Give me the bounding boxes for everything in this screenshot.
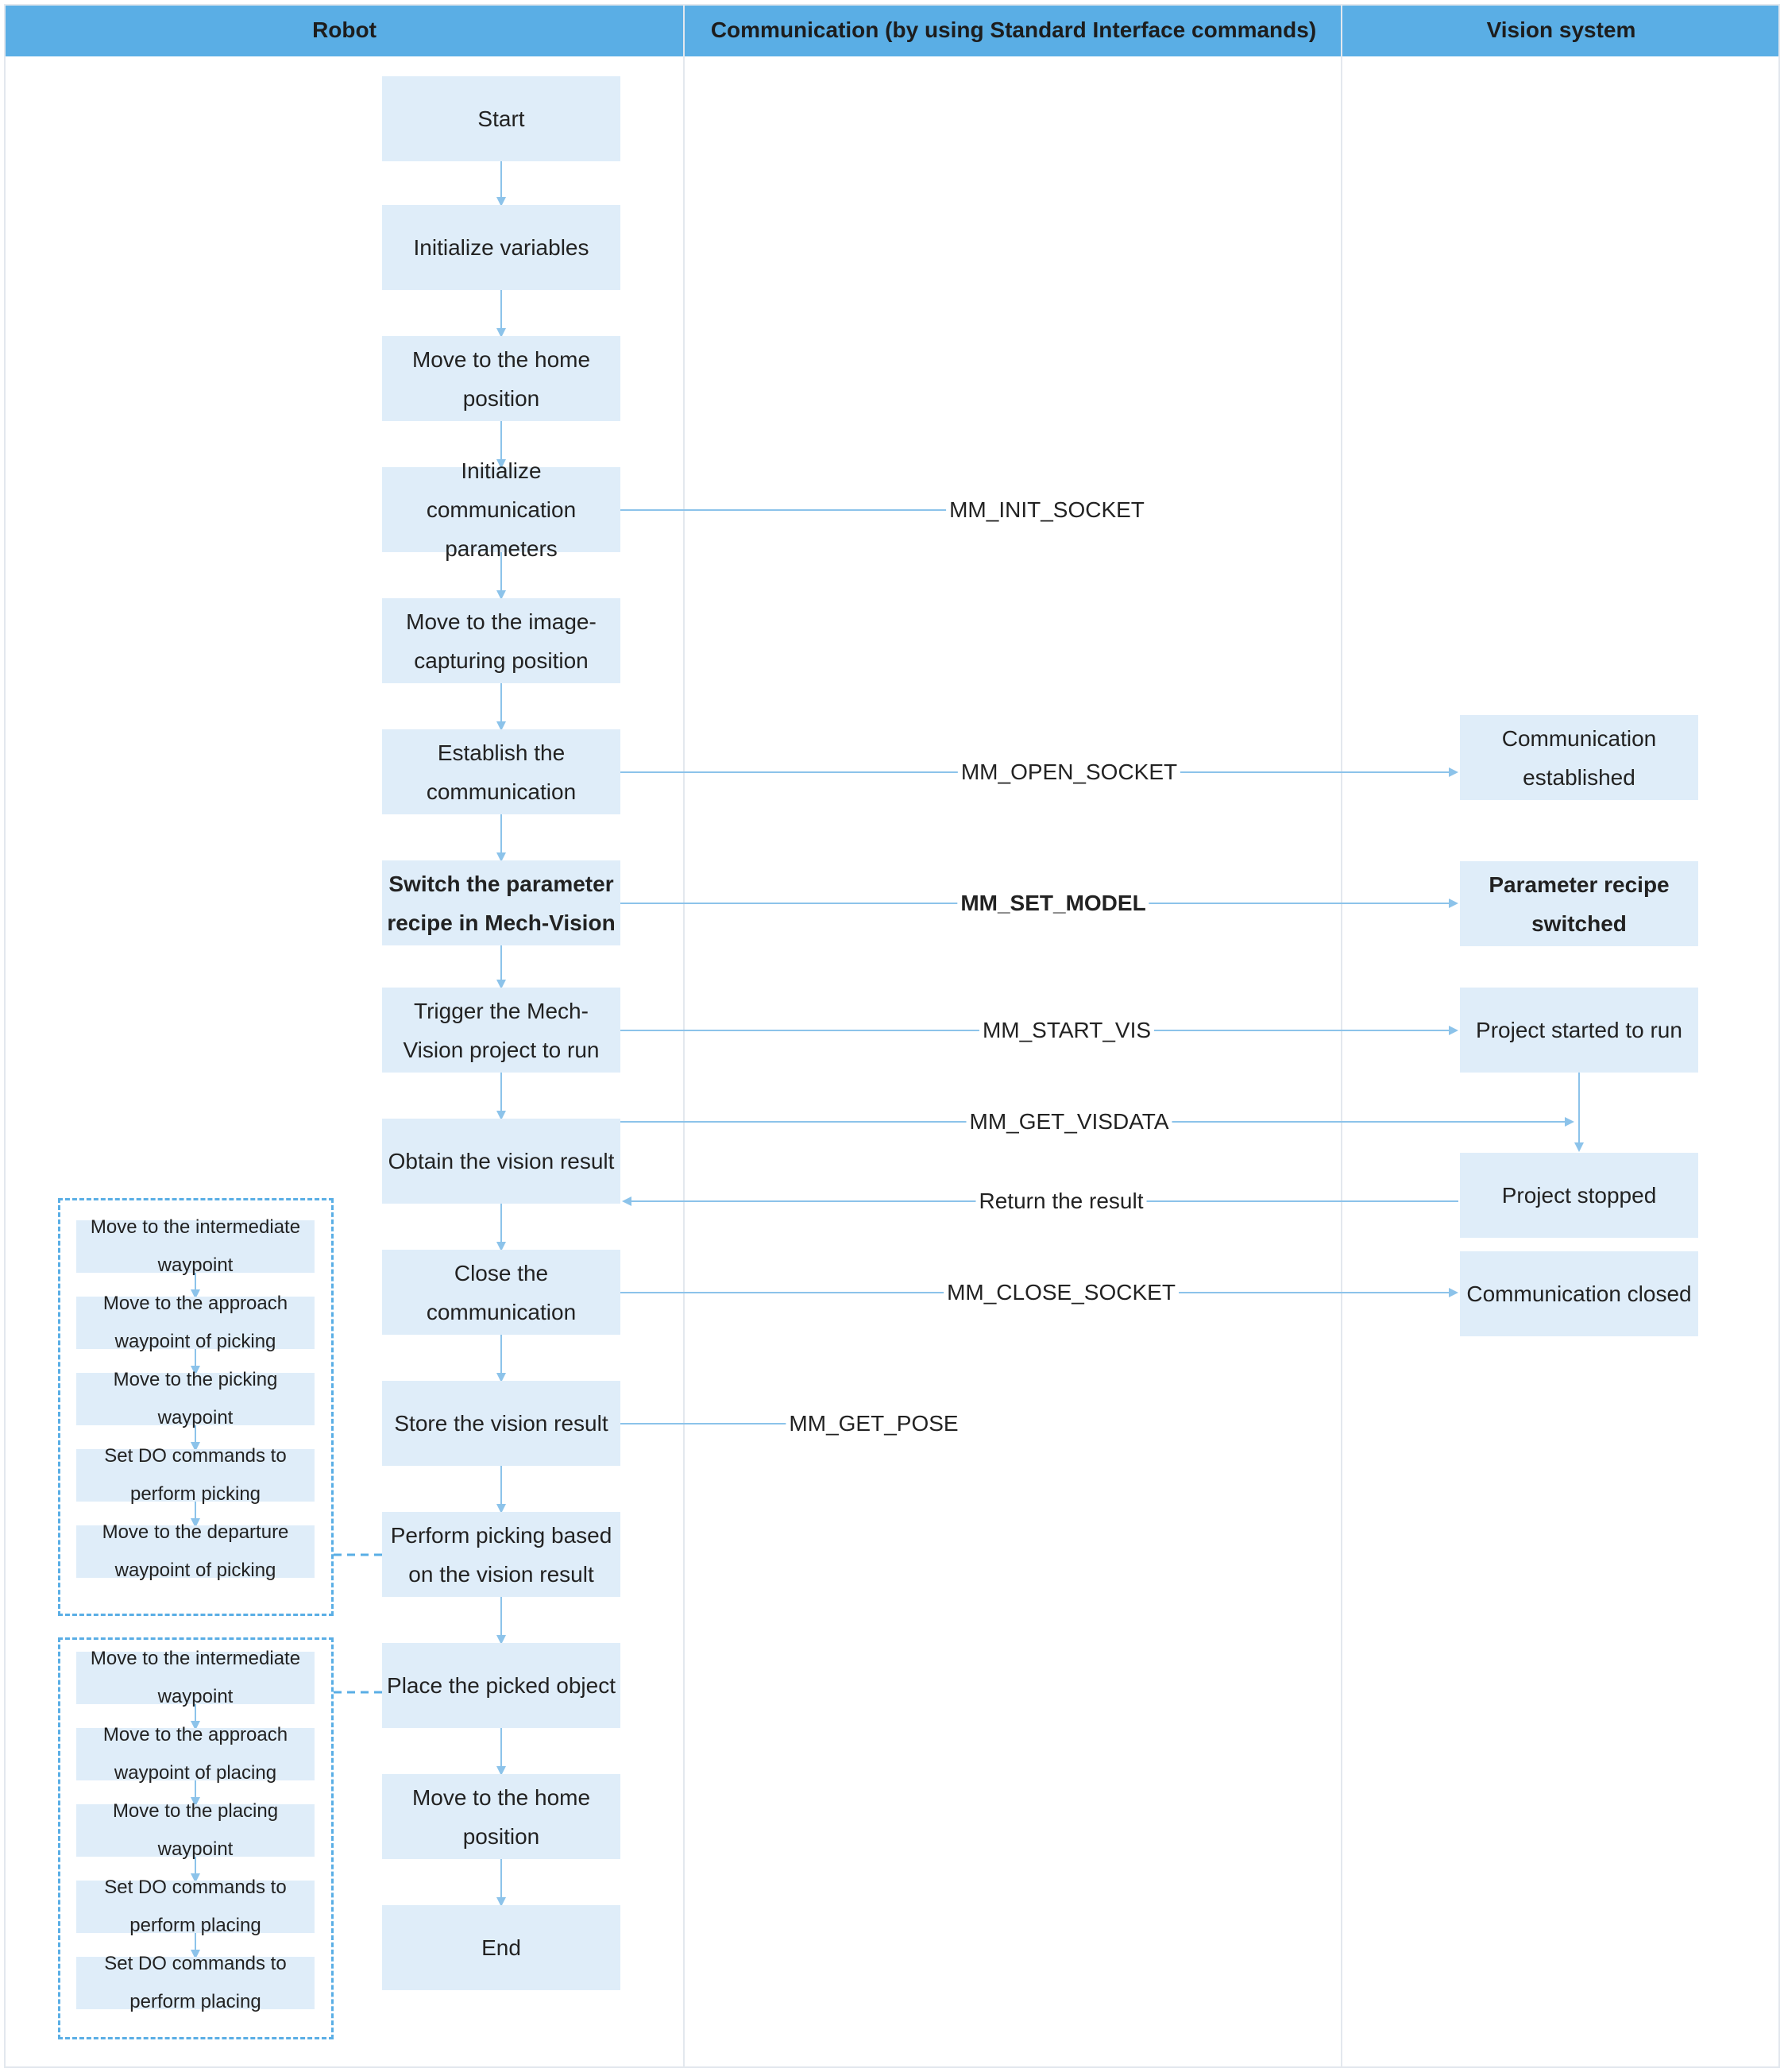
step-init-comm-params: Initialize communication parameters [382,458,620,561]
step-place-object: Place the picked object [382,1643,620,1728]
placing-substep: Set DO commands to perform placing [76,1953,315,2012]
cmd-close-socket: MM_CLOSE_SOCKET [944,1280,1179,1305]
picking-substep: Move to the intermediate waypoint [76,1216,315,1276]
step-end: End [382,1905,620,1990]
step-trigger-project: Trigger the Mech-Vision project to run [382,988,620,1073]
picking-substeps-group [58,1198,334,1616]
step-switch-recipe: Switch the parameter recipe in Mech-Visi… [382,860,620,945]
placing-substep: Move to the approach waypoint of placing [76,1724,315,1784]
cmd-get-pose: MM_GET_POSE [786,1411,962,1436]
vision-recipe-switched: Parameter recipe switched [1460,861,1698,946]
vision-comm-established: Communication established [1460,715,1698,800]
placing-substep: Move to the intermediate waypoint [76,1648,315,1707]
step-move-home-2: Move to the home position [382,1774,620,1859]
placing-substeps-group [58,1637,334,2039]
cmd-start-vis: MM_START_VIS [979,1018,1155,1043]
step-store-result: Store the vision result [382,1381,620,1466]
header-robot: Robot [4,4,685,56]
step-initialize-variables: Initialize variables [382,205,620,290]
cmd-init-socket: MM_INIT_SOCKET [946,497,1148,523]
step-perform-picking: Perform picking based on the vision resu… [382,1512,620,1597]
picking-substep: Move to the approach waypoint of picking [76,1293,315,1352]
lane-divider-1 [683,4,685,2068]
step-move-home: Move to the home position [382,336,620,421]
step-close-comm: Close the communication [382,1250,620,1335]
step-establish-comm: Establish the communication [382,729,620,814]
picking-substep: Move to the picking waypoint [76,1369,315,1428]
header-communication: Communication (by using Standard Interfa… [685,4,1342,56]
step-obtain-result: Obtain the vision result [382,1119,620,1204]
placing-substep: Set DO commands to perform placing [76,1877,315,1936]
cmd-open-socket: MM_OPEN_SOCKET [957,760,1181,785]
cmd-get-visdata: MM_GET_VISDATA [966,1109,1172,1135]
vision-project-stopped: Project stopped [1460,1153,1698,1238]
vision-comm-closed: Communication closed [1460,1251,1698,1336]
step-move-image-capturing: Move to the image-capturing position [382,598,620,683]
step-start: Start [382,76,620,161]
picking-substep: Move to the departure waypoint of pickin… [76,1521,315,1581]
vision-project-started: Project started to run [1460,988,1698,1073]
lane-divider-2 [1341,4,1342,2068]
placing-substep: Move to the placing waypoint [76,1800,315,1860]
cmd-return-result: Return the result [975,1189,1147,1214]
cmd-set-model: MM_SET_MODEL [957,891,1149,916]
header-vision: Vision system [1342,4,1780,56]
picking-substep: Set DO commands to perform picking [76,1445,315,1505]
diagram-frame [4,4,1780,2068]
